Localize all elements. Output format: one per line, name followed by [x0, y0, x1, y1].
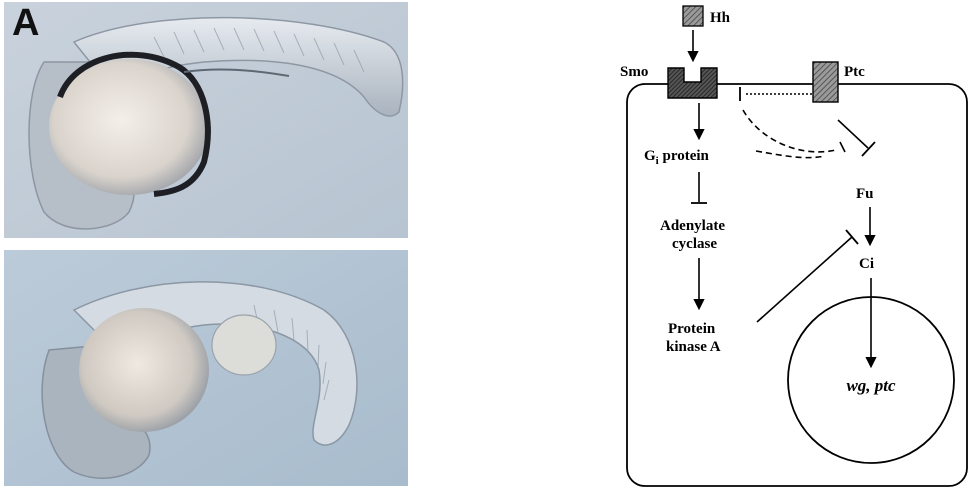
fu-label: Fu — [856, 186, 874, 202]
pka-inhibits-ci — [757, 237, 852, 322]
ptc-label: Ptc — [844, 64, 865, 80]
hh-ligand-box — [683, 6, 703, 26]
smo-label: Smo — [620, 64, 648, 80]
embryo-photo-top: A — [4, 2, 408, 238]
gi-dashed-to-fu — [756, 151, 825, 158]
embryo-photo-bottom — [4, 250, 408, 486]
kinase-label: kinase A — [666, 339, 721, 355]
ptc-inhibits-fu — [838, 120, 868, 148]
gi-protein-label: Gi protein — [644, 148, 710, 167]
cyclase-label: cyclase — [672, 236, 717, 252]
smo-receptor — [668, 68, 717, 98]
cell-membrane — [627, 84, 967, 486]
ptc-receptor — [813, 62, 838, 102]
protein-label: Protein — [668, 321, 716, 337]
hh-pathway-diagram: Hh Smo Ptc Gi protein Fu Adenylate cycla… — [600, 0, 973, 488]
dashed-tbar — [840, 142, 845, 152]
hh-label: Hh — [710, 10, 731, 26]
ci-label: Ci — [859, 256, 874, 272]
pka-inhibits-ci-bar — [846, 230, 858, 244]
smo-dashed-to-fu — [743, 110, 836, 152]
target-genes-label: wg, ptc — [846, 376, 896, 395]
panel-letter: A — [12, 4, 39, 42]
adenylate-label: Adenylate — [660, 218, 725, 234]
